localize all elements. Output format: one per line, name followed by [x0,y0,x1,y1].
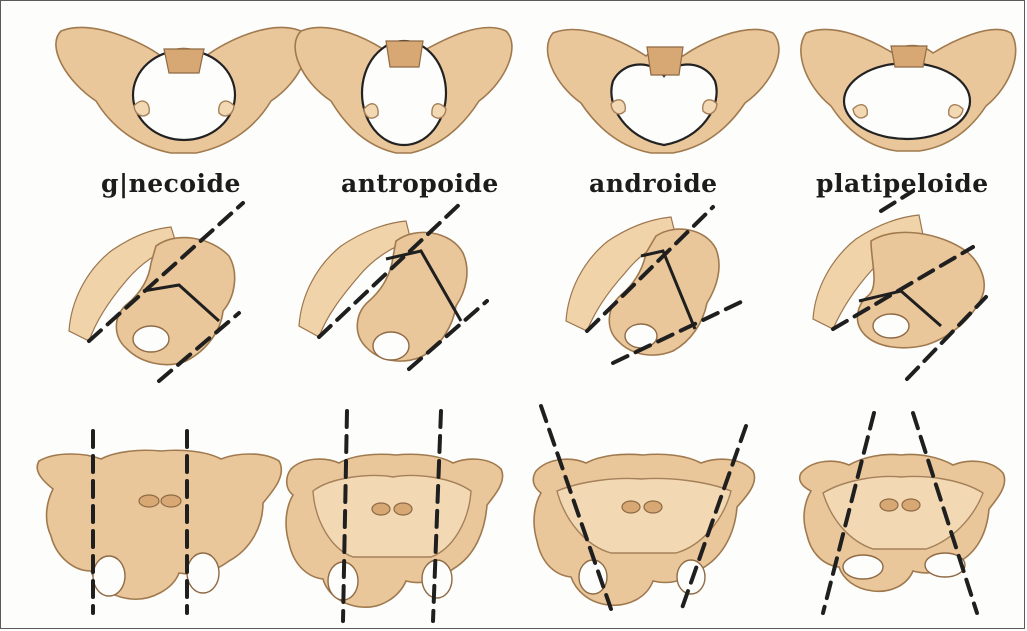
platypelloid-anterior-view [800,413,1005,613]
anthropoid-top-view [295,28,512,153]
gynecoid-top-view [56,28,307,153]
label-gynecoid: g|necoide [101,169,241,198]
platypelloid-lateral-view [813,191,986,379]
platypelloid-top-view [801,30,1016,151]
android-lateral-view [566,207,743,363]
gynecoid-anterior-view [37,431,281,613]
gynecoid-lateral-view [69,203,243,381]
label-platypelloid: platipeloide [816,169,989,198]
anthropoid-lateral-view [299,201,487,369]
label-anthropoid: antropoide [341,169,499,198]
anthropoid-anterior-view [286,411,503,621]
android-anterior-view [533,406,754,611]
android-top-view [548,30,779,153]
label-android: androide [589,169,718,198]
